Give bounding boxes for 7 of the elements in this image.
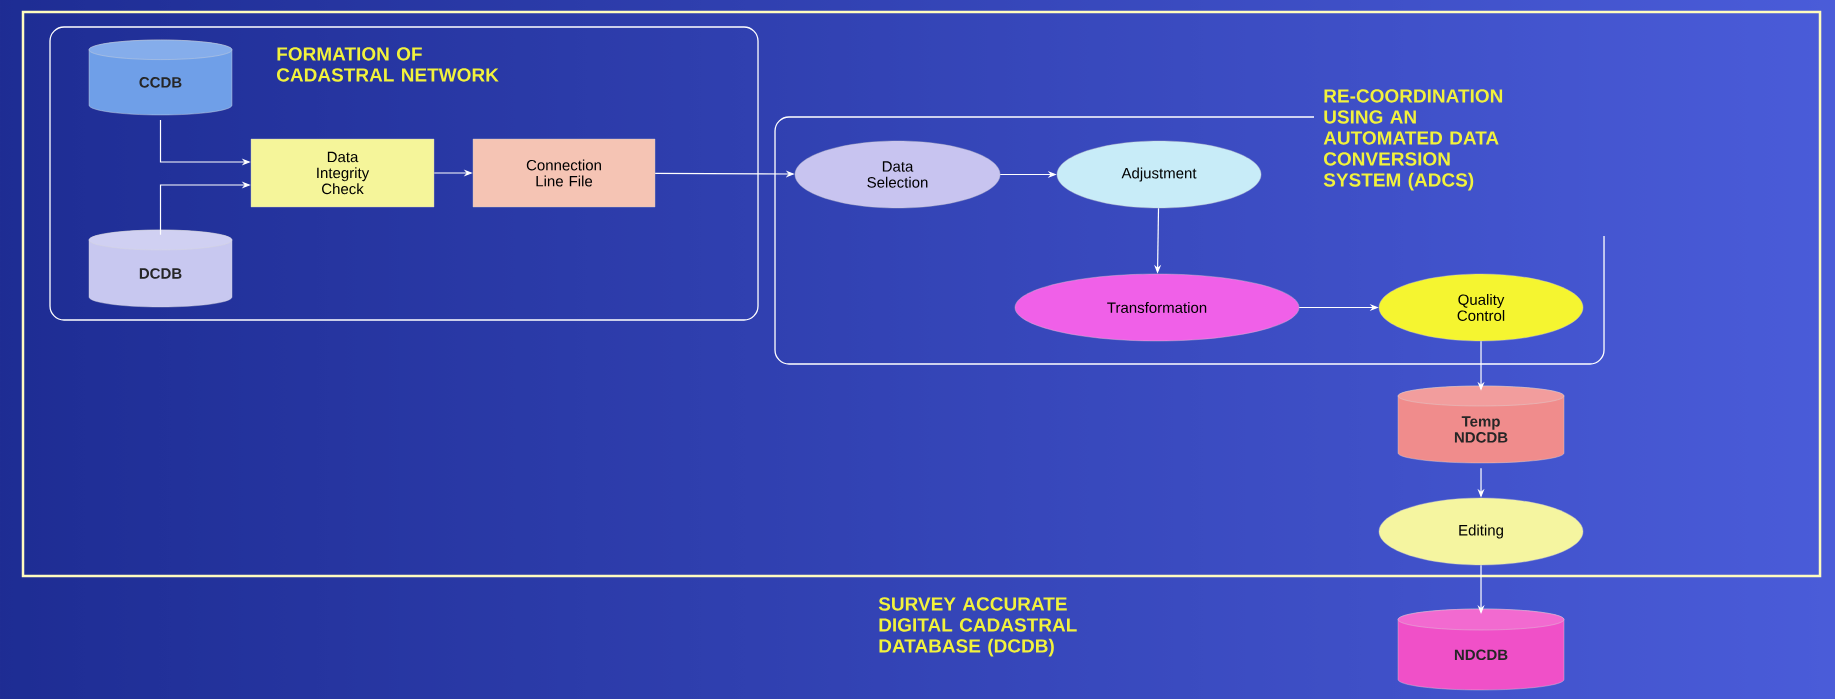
process-box: Data Integrity Check [250,138,435,208]
database-cylinder: NDCDB [1397,608,1565,691]
database-cylinder: CCDB [88,39,233,116]
database-cylinder: DCDB [88,229,233,308]
caption-text: SURVEY ACCURATE DIGITAL CADASTRAL DATABASE (DCDB) [878,597,1077,657]
database-cylinder: Temp NDCDB [1397,385,1565,464]
process-box: Connection Line File [472,138,656,208]
